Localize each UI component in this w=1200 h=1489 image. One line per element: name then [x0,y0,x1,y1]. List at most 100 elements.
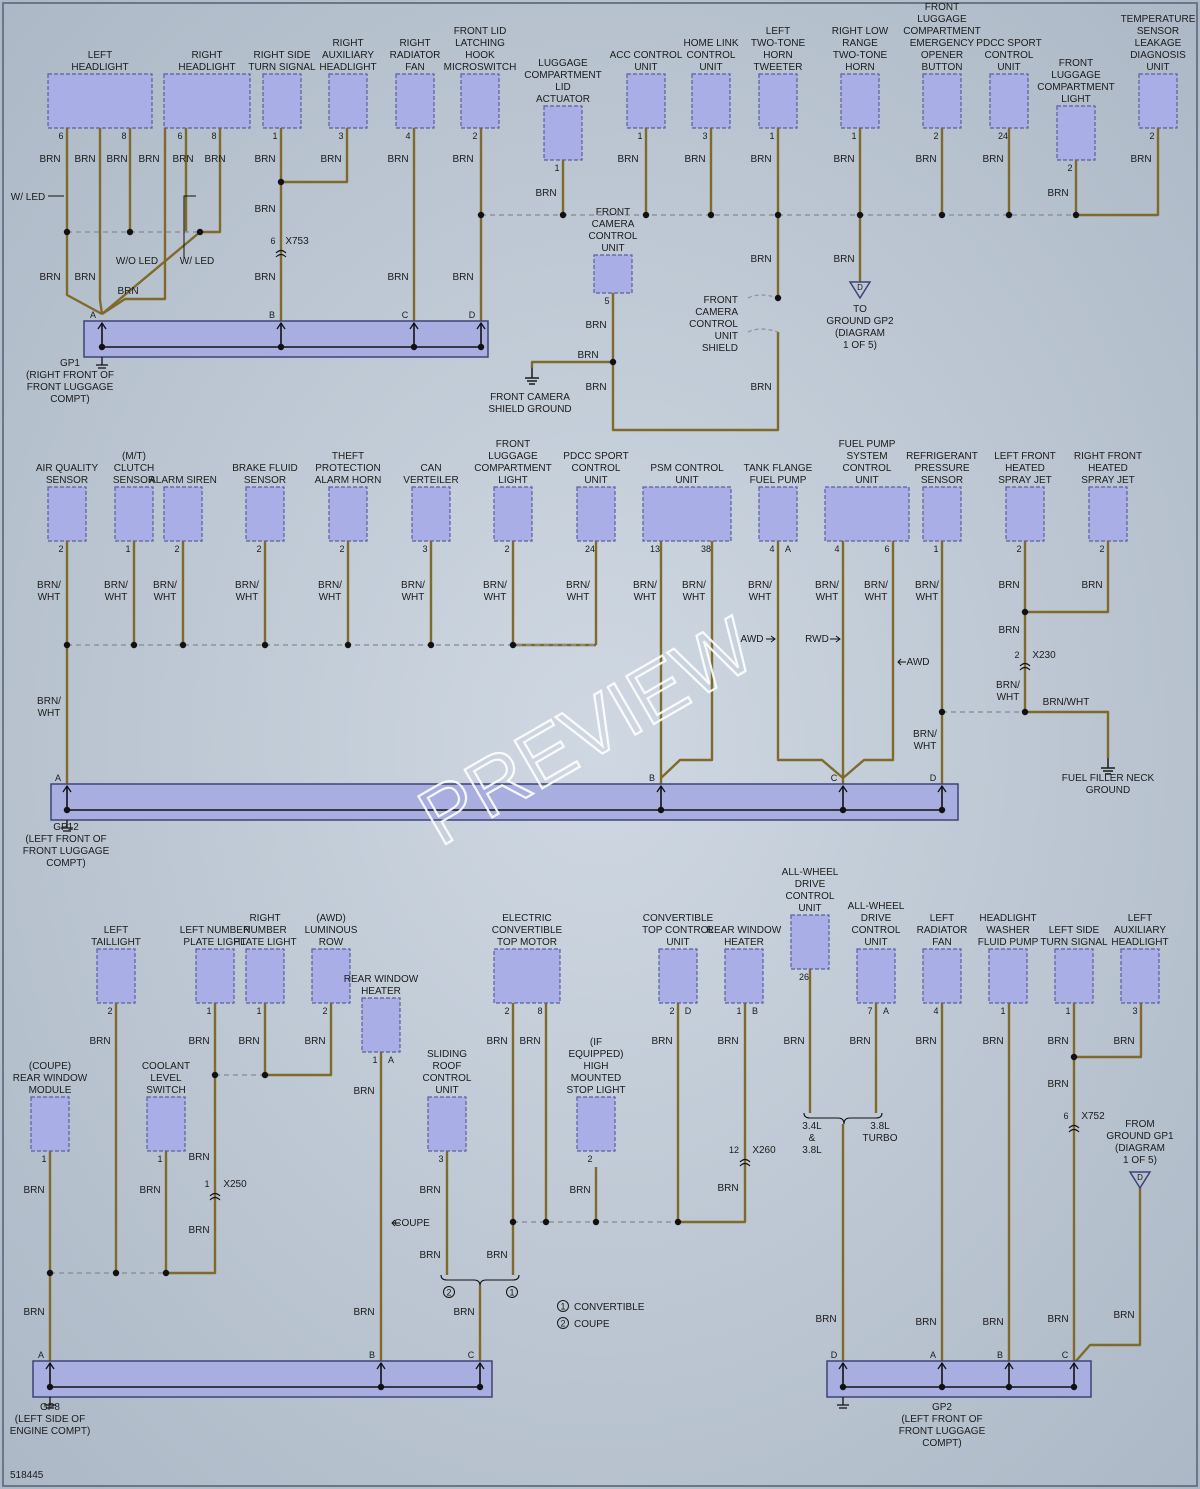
component-box-front-luggage-compartment-emergency-opener-button [922,73,962,129]
connector-x260: X260 [752,1145,776,1156]
wire-color-label: BRN [39,154,60,165]
wire-color-label: BRN [982,154,1003,165]
wire-color-label: BRN [188,1036,209,1047]
wire-color-label: WHT [484,592,507,603]
splice-dot [410,343,418,351]
pin-label: 3 [702,131,707,141]
ground-bus-pin-arrow [475,1361,485,1370]
coupe-arrow [391,1219,400,1227]
ground-bus-pin-arrow [838,1361,848,1370]
wire-color-label: WHT [154,592,177,603]
pin-label: 2 [1149,131,1154,141]
connector-x250: X250 [223,1179,247,1190]
component-box-acc-control-unit [626,73,666,129]
pin-label: 26 [799,972,809,982]
pin-label: 1 [272,131,277,141]
variant-brace [803,1112,883,1125]
legend-label-convertible: CONVERTIBLE [574,1302,645,1313]
pin-label: 1 [372,1055,377,1065]
wire-color-label: BRN [353,1086,374,1097]
wire-color-label: BRN/ [153,580,177,591]
wire-color-label: BRN [535,188,556,199]
pin-label: 2 [107,1006,112,1016]
wire-color-label: BRN [89,1036,110,1047]
wire [842,541,895,779]
connector-symbol [1068,1124,1080,1133]
component-box-fuel-pump-system-control-unit [824,486,910,542]
wire-color-label: BRN/ [483,580,507,591]
component-box-pdcc-sport-control-unit [989,73,1029,129]
ground-point-location: COMPT) [46,858,85,869]
pin-label: 8 [537,1006,542,1016]
wire-color-label: BRN [387,154,408,165]
pin-label: 1 [554,163,559,173]
wire [65,128,103,316]
pin-label: 3 [338,131,343,141]
wire-color-label: BRN [254,272,275,283]
wire-color-label: BRN [486,1250,507,1261]
connector-symbol [1019,662,1031,671]
legend-symbol-1: 1 [560,1302,565,1312]
wire-color-label: BRN [419,1185,440,1196]
ground-bus-pin-label: A [90,310,96,320]
components-layer [30,73,1178,1152]
component-box-theft-protection-alarm-horn [328,486,368,542]
splice-dot [938,211,946,219]
wire-color-label: BRN/ [864,580,888,591]
pin-label: 2 [1067,163,1072,173]
splice-dot [1021,708,1029,716]
ground-bus-pin-arrow [838,784,848,793]
ground-bus-pin-label: B [369,1350,375,1360]
wire-color-label: BRN [453,1307,474,1318]
wire-color-label: BRN [998,580,1019,591]
connector-x753: X753 [285,236,309,247]
wire-color-label: BRN [238,1036,259,1047]
pin-label: 6 [177,131,182,141]
component-box-right-radiator-fan [395,73,435,129]
wire-color-label: BRN/ [815,580,839,591]
splice-dot [774,211,782,219]
pin-label: B [752,1006,758,1016]
wire-color-label: BRN [750,382,771,393]
splice-dot [162,1269,170,1277]
ground-point-id: GP2 [932,1402,952,1413]
wire-color-label: BRN [1047,1036,1068,1047]
wire-color-label: BRN [39,272,60,283]
wire-color-label: BRN [1047,1314,1068,1325]
wire-color-label: BRN [1081,580,1102,591]
pin-label: A [388,1055,394,1065]
wire-color-label: BRN [982,1317,1003,1328]
splice-dot [98,343,106,351]
component-box-left-side-turn-signal [1054,948,1094,1004]
ground-bus-pin-arrow [62,784,72,793]
component-box-left-number-plate-light [195,948,235,1004]
splice-dot [277,343,285,351]
wire-color-label: BRN [23,1307,44,1318]
wire-color-label: BRN [452,272,473,283]
ground-bus-gp12 [50,783,959,821]
component-box-right-number-plate-light [245,948,285,1004]
ground-bus-pin-label: A [38,1350,44,1360]
component-box-front-luggage-compartment-light [493,486,533,542]
splice-dot [938,1383,946,1391]
